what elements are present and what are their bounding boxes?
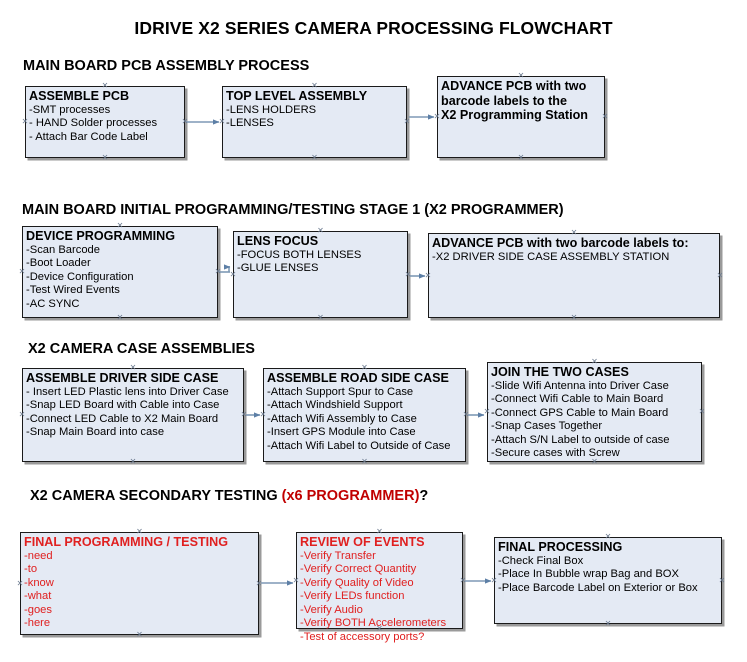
process-box-lens-focus[interactable]: LENS FOCUS -FOCUS BOTH LENSES -GLUE LENS… bbox=[233, 231, 408, 318]
box-header: REVIEW OF EVENTS bbox=[300, 535, 425, 549]
section-heading-text: MAIN BOARD INITIAL PROGRAMMING/TESTING S… bbox=[22, 202, 564, 218]
box-header: ASSEMBLE ROAD SIDE CASE bbox=[267, 371, 449, 385]
box-header: JOIN THE TWO CASES bbox=[491, 365, 629, 379]
box-line: -Verify Quality of Video bbox=[300, 576, 414, 589]
box-line: -Insert GPS Module into Case bbox=[267, 426, 416, 439]
box-line: -Snap LED Board with Cable into Case bbox=[26, 399, 220, 412]
process-box-advance-pcb-to-driver-side-case-station[interactable]: ADVANCE PCB with two barcode labels to: … bbox=[428, 233, 720, 318]
box-line: -Place In Bubble wrap Bag and BOX bbox=[498, 568, 679, 581]
box-line: -Verify Audio bbox=[300, 603, 363, 616]
box-line: -Boot Loader bbox=[26, 257, 91, 270]
section-heading-main-board-pcb-assembly: MAIN BOARD PCB ASSEMBLY PROCESS bbox=[23, 58, 309, 74]
box-line: X2 Programming Station bbox=[441, 108, 588, 122]
section-heading-suffix: ? bbox=[419, 488, 429, 504]
box-line: -Connect GPS Cable to Main Board bbox=[491, 406, 669, 419]
box-line: -Scan Barcode bbox=[26, 243, 101, 256]
box-line: -LENS HOLDERS bbox=[226, 103, 317, 116]
box-line: -here bbox=[24, 617, 51, 630]
box-line: -Slide Wifi Antenna into Driver Case bbox=[491, 379, 669, 392]
box-line: -Snap Main Board into case bbox=[26, 426, 165, 439]
box-header: ADVANCE PCB with two barcode labels to: bbox=[432, 236, 689, 250]
box-line: -Verify Transfer bbox=[300, 549, 376, 562]
box-line: - HAND Solder processes bbox=[29, 117, 158, 130]
process-box-advance-pcb-to-x2-programming-station[interactable]: ADVANCE PCB with two barcode labels to t… bbox=[437, 76, 605, 158]
process-box-assemble-driver-side-case[interactable]: ASSEMBLE DRIVER SIDE CASE - Insert LED P… bbox=[22, 368, 244, 462]
box-line: -AC SYNC bbox=[26, 297, 80, 310]
process-box-join-the-two-cases[interactable]: JOIN THE TWO CASES -Slide Wifi Antenna i… bbox=[487, 362, 702, 462]
box-line: -X2 DRIVER SIDE CASE ASSEMBLY STATION bbox=[432, 250, 670, 263]
box-line: -Device Configuration bbox=[26, 270, 134, 283]
box-line: -to bbox=[24, 563, 38, 576]
section-heading-text: X2 CAMERA CASE ASSEMBLIES bbox=[28, 341, 255, 357]
box-line: -Attach Wifi Assembly to Case bbox=[267, 412, 417, 425]
process-box-top-level-assembly[interactable]: TOP LEVEL ASSEMBLY -LENS HOLDERS -LENSES bbox=[222, 86, 407, 158]
box-header: ASSEMBLE PCB bbox=[29, 89, 130, 103]
section-heading-main-board-initial-programming: MAIN BOARD INITIAL PROGRAMMING/TESTING S… bbox=[22, 202, 564, 218]
process-box-assemble-pcb[interactable]: ASSEMBLE PCB -SMT processes - HAND Solde… bbox=[25, 86, 185, 158]
box-header: FINAL PROCESSING bbox=[498, 540, 623, 554]
box-line: -Test Wired Events bbox=[26, 284, 120, 297]
box-line: -Attach S/N Label to outside of case bbox=[491, 433, 670, 446]
box-header: LENS FOCUS bbox=[237, 234, 319, 248]
box-line: -Connect LED Cable to X2 Main Board bbox=[26, 412, 219, 425]
box-line: barcode labels to the bbox=[441, 93, 567, 108]
section-heading-accent: (x6 PROGRAMMER) bbox=[281, 488, 420, 504]
box-line: -FOCUS BOTH LENSES bbox=[237, 248, 362, 261]
box-line: -what bbox=[24, 590, 52, 603]
box-line: -SMT processes bbox=[29, 103, 111, 116]
process-box-final-processing[interactable]: FINAL PROCESSING -Check Final Box -Place… bbox=[494, 537, 722, 624]
box-line: -LENSES bbox=[226, 117, 274, 130]
box-header: ASSEMBLE DRIVER SIDE CASE bbox=[26, 371, 219, 385]
box-line: -goes bbox=[24, 603, 52, 616]
process-box-assemble-road-side-case[interactable]: ASSEMBLE ROAD SIDE CASE -Attach Support … bbox=[263, 368, 466, 462]
box-line: - Attach Bar Code Label bbox=[29, 130, 148, 143]
section-heading-x2-camera-case-assemblies: X2 CAMERA CASE ASSEMBLIES bbox=[28, 341, 255, 357]
box-header: ADVANCE PCB with two bbox=[441, 79, 587, 93]
box-line: -Verify LEDs function bbox=[300, 590, 405, 603]
box-line-overflow: -Test of accessory ports? bbox=[300, 631, 425, 644]
box-line: -need bbox=[24, 549, 53, 562]
box-line: -Verify Correct Quantity bbox=[300, 563, 417, 576]
section-heading-text: X2 CAMERA SECONDARY TESTING bbox=[30, 488, 282, 504]
process-box-device-programming[interactable]: DEVICE PROGRAMMING -Scan Barcode -Boot L… bbox=[22, 226, 218, 318]
box-line: -Check Final Box bbox=[498, 554, 584, 567]
box-line: -Attach Windshield Support bbox=[267, 399, 403, 412]
section-heading-x2-camera-secondary-testing: X2 CAMERA SECONDARY TESTING (x6 PROGRAMM… bbox=[30, 488, 428, 504]
box-line: -Attach Support Spur to Case bbox=[267, 385, 414, 398]
box-line: -Place Barcode Label on Exterior or Box bbox=[498, 581, 698, 594]
box-line: - Insert LED Plastic lens into Driver Ca… bbox=[26, 385, 229, 398]
box-header: TOP LEVEL ASSEMBLY bbox=[226, 89, 368, 103]
box-line: -Secure cases with Screw bbox=[491, 447, 620, 460]
box-line: -Verify BOTH Accelerometers bbox=[300, 617, 447, 630]
box-header: DEVICE PROGRAMMING bbox=[26, 229, 176, 243]
process-box-final-programming-testing[interactable]: FINAL PROGRAMMING / TESTING -need -to -k… bbox=[20, 532, 259, 635]
process-box-review-of-events[interactable]: REVIEW OF EVENTS -Verify Transfer -Verif… bbox=[296, 532, 463, 643]
box-line: -Connect Wifi Cable to Main Board bbox=[491, 393, 664, 406]
box-line: -GLUE LENSES bbox=[237, 262, 319, 275]
page-title: IDRIVE X2 SERIES CAMERA PROCESSING FLOWC… bbox=[134, 18, 613, 38]
section-heading-text: MAIN BOARD PCB ASSEMBLY PROCESS bbox=[23, 58, 310, 74]
box-header: FINAL PROGRAMMING / TESTING bbox=[24, 535, 229, 549]
box-line: -Attach Wifi Label to Outside of Case bbox=[267, 439, 451, 452]
box-line: -Snap Cases Together bbox=[491, 420, 603, 433]
box-line: -know bbox=[24, 576, 54, 589]
